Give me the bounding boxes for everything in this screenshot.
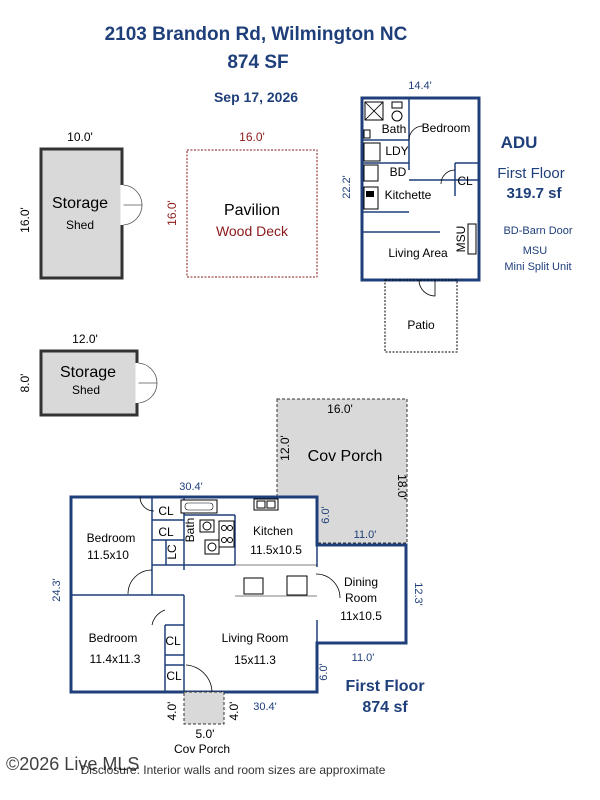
kitchen-name: Kitchen	[253, 524, 293, 538]
shed2-name-1: Storage	[60, 364, 116, 381]
main-right-depth-dim: 12.3'	[412, 582, 424, 606]
shed1-depth-dim: 16.0'	[18, 207, 32, 233]
adu-washer-icon	[363, 142, 381, 162]
linen-closet-label: LC	[165, 544, 179, 560]
main-house-outline	[69, 495, 408, 694]
main-sf-label: 874 sf	[362, 699, 408, 716]
kitchen-size: 11.5x10.5	[250, 543, 302, 557]
closet-label-4: CL	[166, 669, 182, 683]
front-porch-left-dim: 4.0'	[165, 702, 179, 721]
pavilion-name: Pavilion	[224, 202, 280, 219]
shed2-width-dim: 12.0'	[72, 332, 98, 346]
main-floor-label: First Floor	[345, 678, 424, 695]
main-left-depth-dim: 24.3'	[51, 578, 63, 602]
copyright-watermark: ©2026 Live MLS	[6, 754, 139, 774]
notch-top-depth-dim: 6.0'	[320, 506, 332, 523]
dining-name-1: Dining	[344, 575, 378, 589]
rear-porch-left-dim: 12.0'	[278, 435, 292, 461]
shed2-depth-dim: 8.0'	[18, 374, 32, 393]
pavilion-width-dim: 16.0'	[239, 130, 265, 144]
total-sf-title: 874 SF	[227, 52, 288, 73]
closet-label-3: CL	[165, 634, 181, 648]
storage-shed-2: 12.0' 8.0' Storage Shed	[18, 332, 158, 417]
adu-laundry-label: LDY	[385, 144, 408, 158]
address-title: 2103 Brandon Rd, Wilmington NC	[105, 24, 408, 45]
adu-toilet-icon	[391, 110, 403, 122]
bedroom1-name: Bedroom	[87, 531, 136, 545]
adu-closet-label: CL	[457, 174, 473, 188]
front-porch-width-dim: 5.0'	[196, 727, 215, 741]
main-bottom-width-dim: 30.4'	[253, 701, 277, 713]
disclosure-text: Disclosure: Interior walls and room size…	[81, 763, 386, 777]
adu-bedroom-label: Bedroom	[422, 121, 471, 135]
main-bath-label: Bath	[183, 518, 197, 543]
shed1-name-2: Shed	[66, 218, 94, 232]
dishwasher-icon	[243, 577, 264, 595]
legend-bd: BD-Barn Door	[503, 225, 572, 237]
main-top-width-dim: 30.4'	[179, 481, 203, 493]
adu-depth-dim: 22.2'	[341, 175, 353, 199]
rear-porch-right-dim: 18.0'	[395, 474, 409, 500]
notch-bottom-width-dim: 11.0'	[352, 652, 375, 664]
adu-msu-icon	[467, 223, 477, 255]
adu-width-dim: 14.4'	[408, 80, 432, 92]
pavilion-depth-dim: 16.0'	[165, 200, 179, 226]
bedroom1-size: 11.5x10	[87, 548, 129, 562]
adu-msu-label: MSU	[454, 226, 468, 253]
shed2-door-swing-icon	[136, 362, 158, 384]
range-icon	[218, 520, 235, 548]
adu-patio-label: Patio	[407, 318, 435, 332]
living-name: Living Room	[222, 631, 289, 645]
adu-floor-label: First Floor	[497, 165, 565, 182]
legend-msu: MSU	[523, 245, 548, 257]
front-porch-right-dim: 4.0'	[227, 702, 241, 721]
adu-plan: 14.4' 22.2' Bath Bedroom LDY BD Kitchett…	[341, 80, 481, 353]
bedroom2-name: Bedroom	[89, 631, 138, 645]
dining-size: 11x10.5	[340, 609, 382, 623]
adu-living-label: Living Area	[388, 246, 448, 260]
shed1-door-swing-icon	[121, 184, 143, 206]
closet-label-1: CL	[158, 504, 174, 518]
dining-name-2: Room	[345, 591, 377, 605]
adu-stove-icon	[363, 186, 379, 210]
closet-label-2: CL	[158, 525, 174, 539]
adu-sf-label: 319.7 sf	[506, 185, 562, 202]
adu-patio	[384, 279, 458, 353]
main-house-plan: 16.0' 12.0' 18.0' Cov Porch	[51, 398, 424, 756]
adu-barn-door-label: BD	[390, 165, 407, 179]
shed1-width-dim: 10.0'	[67, 130, 93, 144]
front-cov-porch	[183, 691, 225, 725]
storage-shed-1: 10.0' 16.0' Storage Shed	[18, 130, 143, 280]
pavilion-sub: Wood Deck	[216, 223, 289, 239]
rear-porch-name: Cov Porch	[308, 448, 383, 465]
front-porch-name: Cov Porch	[174, 742, 230, 756]
notch-top-width-dim: 11.0'	[354, 529, 377, 541]
shed2-name-2: Shed	[72, 383, 100, 397]
notch-bottom-depth-dim: 6.0'	[318, 663, 330, 680]
legend-msu-full: Mini Split Unit	[504, 261, 571, 273]
adu-bath-label: Bath	[382, 122, 407, 136]
living-size: 15x11.3	[234, 653, 276, 667]
kitchen-sink-icon	[253, 498, 279, 511]
adu-fridge-icon	[363, 164, 379, 182]
rear-porch-width-dim: 16.0'	[327, 402, 353, 416]
date-label: Sep 17, 2026	[214, 89, 298, 105]
adu-title: ADU	[501, 133, 538, 152]
bedroom2-size: 11.4x11.3	[90, 652, 141, 666]
rear-cov-porch	[276, 398, 408, 544]
adu-sink-icon	[363, 129, 371, 139]
pavilion: 16.0' 16.0' Pavilion Wood Deck	[165, 130, 318, 278]
shed1-name-1: Storage	[52, 195, 108, 212]
fridge-icon	[286, 575, 308, 596]
adu-kitchette-label: Kitchette	[385, 188, 432, 202]
